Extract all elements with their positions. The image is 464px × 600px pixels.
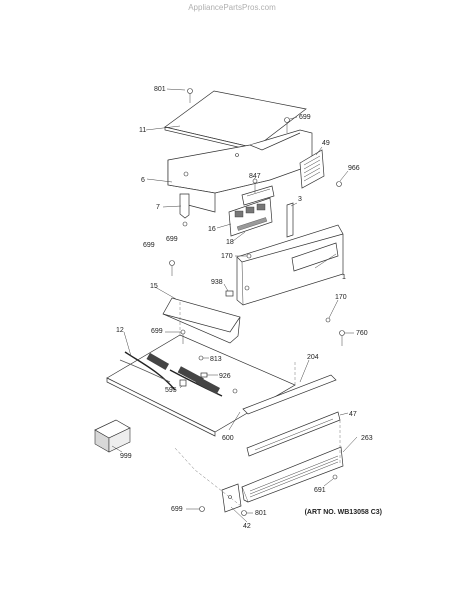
callout-847: 847 — [249, 173, 261, 180]
callout-1: 1 — [342, 274, 346, 281]
callout-699-c: 699 — [151, 328, 163, 335]
screw-691[interactable] — [332, 474, 338, 480]
screw-966[interactable] — [336, 181, 342, 187]
callout-7: 7 — [156, 204, 160, 211]
clip-938[interactable] — [225, 290, 234, 297]
screw-699-c[interactable] — [180, 329, 186, 344]
callout-170-a: 170 — [221, 253, 233, 260]
vent-47-part — [246, 411, 341, 457]
callout-938: 938 — [211, 279, 223, 286]
callout-926: 926 — [219, 373, 231, 380]
screw-699-bot[interactable] — [199, 506, 205, 512]
bracket-3-part — [286, 202, 294, 238]
upper-housing-part — [167, 129, 313, 213]
callout-170-b: 170 — [335, 294, 347, 301]
callout-813: 813 — [210, 356, 222, 363]
callout-691: 691 — [314, 487, 326, 494]
callout-699-top: 699 — [299, 114, 311, 121]
vent-grille-49-part — [299, 149, 325, 189]
site-header: AppliancePartsPros.com — [188, 3, 276, 12]
callout-labels: 801 11 699 49 966 6 847 3 7 16 699 18 69… — [116, 86, 373, 530]
control-panel-1-part — [236, 224, 344, 306]
screw-699-left[interactable] — [169, 260, 175, 277]
screw-801-top[interactable] — [187, 88, 193, 104]
frame-18-part — [241, 185, 275, 206]
callout-42: 42 — [243, 523, 251, 530]
callout-699-bot: 699 — [171, 506, 183, 513]
callout-16: 16 — [208, 226, 216, 233]
screw-847[interactable] — [252, 178, 258, 193]
screw-760[interactable] — [339, 330, 345, 347]
callout-15: 15 — [150, 283, 158, 290]
part-595 — [179, 379, 187, 387]
callout-18: 18 — [226, 239, 234, 246]
callout-966: 966 — [348, 165, 360, 172]
screw-699-top[interactable] — [284, 117, 290, 134]
art-number: (ART NO. WB13058 C3) — [305, 509, 382, 516]
screw-170-a[interactable] — [246, 253, 252, 259]
shield-15-part — [162, 297, 241, 344]
callout-801-bot: 801 — [255, 510, 267, 517]
callout-49: 49 — [322, 140, 330, 147]
sensor-813-part — [198, 355, 204, 361]
callout-699-left: 699 — [166, 236, 178, 243]
callout-12: 12 — [116, 327, 124, 334]
callout-699-mid: 699 — [143, 242, 155, 249]
callout-600: 600 — [222, 435, 234, 442]
top-cover-part — [164, 90, 307, 152]
callout-999: 999 — [120, 453, 132, 460]
callout-595: 595 — [165, 387, 177, 394]
grille-263-part — [241, 446, 344, 503]
screw-699-mid[interactable] — [182, 221, 188, 227]
screw-170-b[interactable] — [325, 317, 331, 323]
screw-801-bot[interactable] — [241, 510, 247, 516]
callout-3: 3 — [298, 196, 302, 203]
callout-263: 263 — [361, 435, 373, 442]
vent-trim-204-part — [242, 374, 337, 415]
callout-47: 47 — [349, 411, 357, 418]
callout-204: 204 — [307, 354, 319, 361]
callout-11: 11 — [139, 127, 146, 134]
bracket-7-part — [179, 193, 190, 219]
callout-6: 6 — [141, 177, 145, 184]
control-board-16-part — [228, 197, 273, 237]
box-999-part — [94, 419, 131, 453]
sensor-926-part — [200, 372, 208, 378]
callout-760: 760 — [356, 330, 368, 337]
callout-801-top: 801 — [154, 86, 166, 93]
leader-lines — [111, 88, 358, 523]
